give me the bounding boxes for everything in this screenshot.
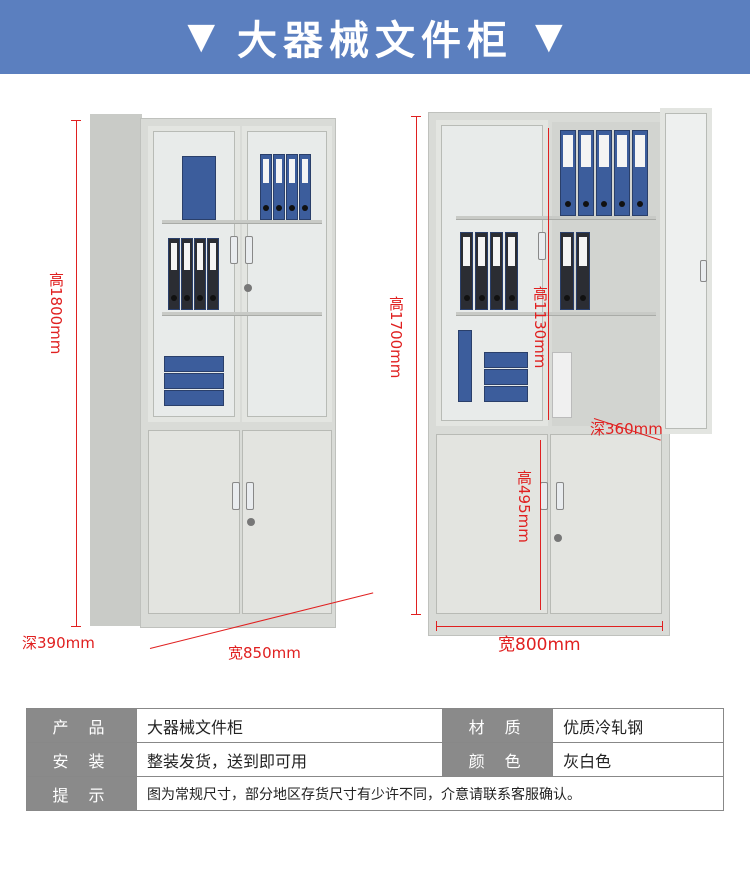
binder [632,130,648,216]
down-triangle-icon: ▼ [535,16,563,57]
lock-icon [247,518,255,526]
table-row: 产品 大器械文件柜 材质 优质冷轧钢 [26,708,724,743]
file-box [484,369,528,385]
binder [182,156,216,220]
table-value: 整装发货，送到即可用 [135,742,444,777]
binder [578,130,594,216]
binder [194,238,206,310]
width-label: 宽850mm [228,644,301,662]
table-key: 产品 [26,708,137,743]
lock-icon [244,284,252,292]
dimension-tick [411,116,421,117]
page-title: 大器械文件柜 [237,18,513,64]
lock-icon [554,534,562,542]
width-label: 宽800mm [498,635,581,655]
height-dimension-line [76,120,77,626]
file-box [164,356,224,372]
shelf [456,216,656,220]
upper-height-dimension-line [548,128,549,420]
file-box [484,386,528,402]
binder [576,232,590,310]
shelf [456,312,656,316]
door-handle [556,482,564,510]
lower-door-left [148,430,240,614]
table-key: 安装 [26,742,137,777]
door-handle [700,260,707,282]
spec-table: 产品 大器械文件柜 材质 优质冷轧钢 安装 整装发货，送到即可用 颜色 灰白色 … [26,708,724,811]
table-value: 灰白色 [552,742,724,777]
table-value: 大器械文件柜 [135,708,444,743]
width-dimension-line [436,626,662,627]
lower-height-label: 高495mm [515,470,533,543]
dimension-tick [71,120,81,121]
binder [560,232,574,310]
table-key: 颜色 [442,742,554,777]
table-row: 安装 整装发货，送到即可用 颜色 灰白色 [26,742,724,777]
dimension-tick [411,614,421,615]
binder [505,232,518,310]
file-box [484,352,528,368]
dimension-tick [662,621,663,631]
shelf [162,220,322,224]
binder [458,330,472,402]
lower-door-left [436,434,548,614]
height-label: 高1800mm [47,272,65,355]
lower-height-dimension-line [540,440,541,610]
binder [207,238,219,310]
binder [614,130,630,216]
door-handle [232,482,240,510]
height-label: 高1700mm [387,296,405,379]
table-note: 图为常规尺寸，部分地区存货尺寸有少许不同，介意请联系客服确认。 [136,776,724,811]
binder [596,130,612,216]
door-handle [230,236,238,264]
table-key: 提示 [26,776,137,811]
binder [490,232,503,310]
table-key: 材质 [442,708,554,743]
shelf [162,312,322,316]
down-triangle-icon: ▼ [187,16,215,57]
binder [168,238,180,310]
depth-label: 深360mm [590,420,663,438]
table-row: 提示 图为常规尺寸，部分地区存货尺寸有少许不同，介意请联系客服确认。 [26,776,724,811]
height-dimension-line [416,116,417,614]
door-handle [246,482,254,510]
cabinet-side-panel [90,114,142,626]
binder [299,154,311,220]
lower-door-right [242,430,332,614]
upper-height-label: 高1130mm [531,286,549,369]
binder [273,154,285,220]
title-banner: ▼ 大器械文件柜 ▼ [0,0,750,74]
file-box-stack [552,352,572,418]
lower-door-right [550,434,662,614]
dimension-tick [436,621,437,631]
door-handle [540,482,548,510]
binder [181,238,193,310]
dimension-tick [71,626,81,627]
file-box [164,373,224,389]
binder [475,232,488,310]
door-handle [245,236,253,264]
depth-label: 深390mm [22,634,95,652]
binder [286,154,298,220]
table-value: 优质冷轧钢 [552,708,724,743]
file-box [164,390,224,406]
binder [460,232,473,310]
binder [260,154,272,220]
binder [560,130,576,216]
door-handle [538,232,546,260]
